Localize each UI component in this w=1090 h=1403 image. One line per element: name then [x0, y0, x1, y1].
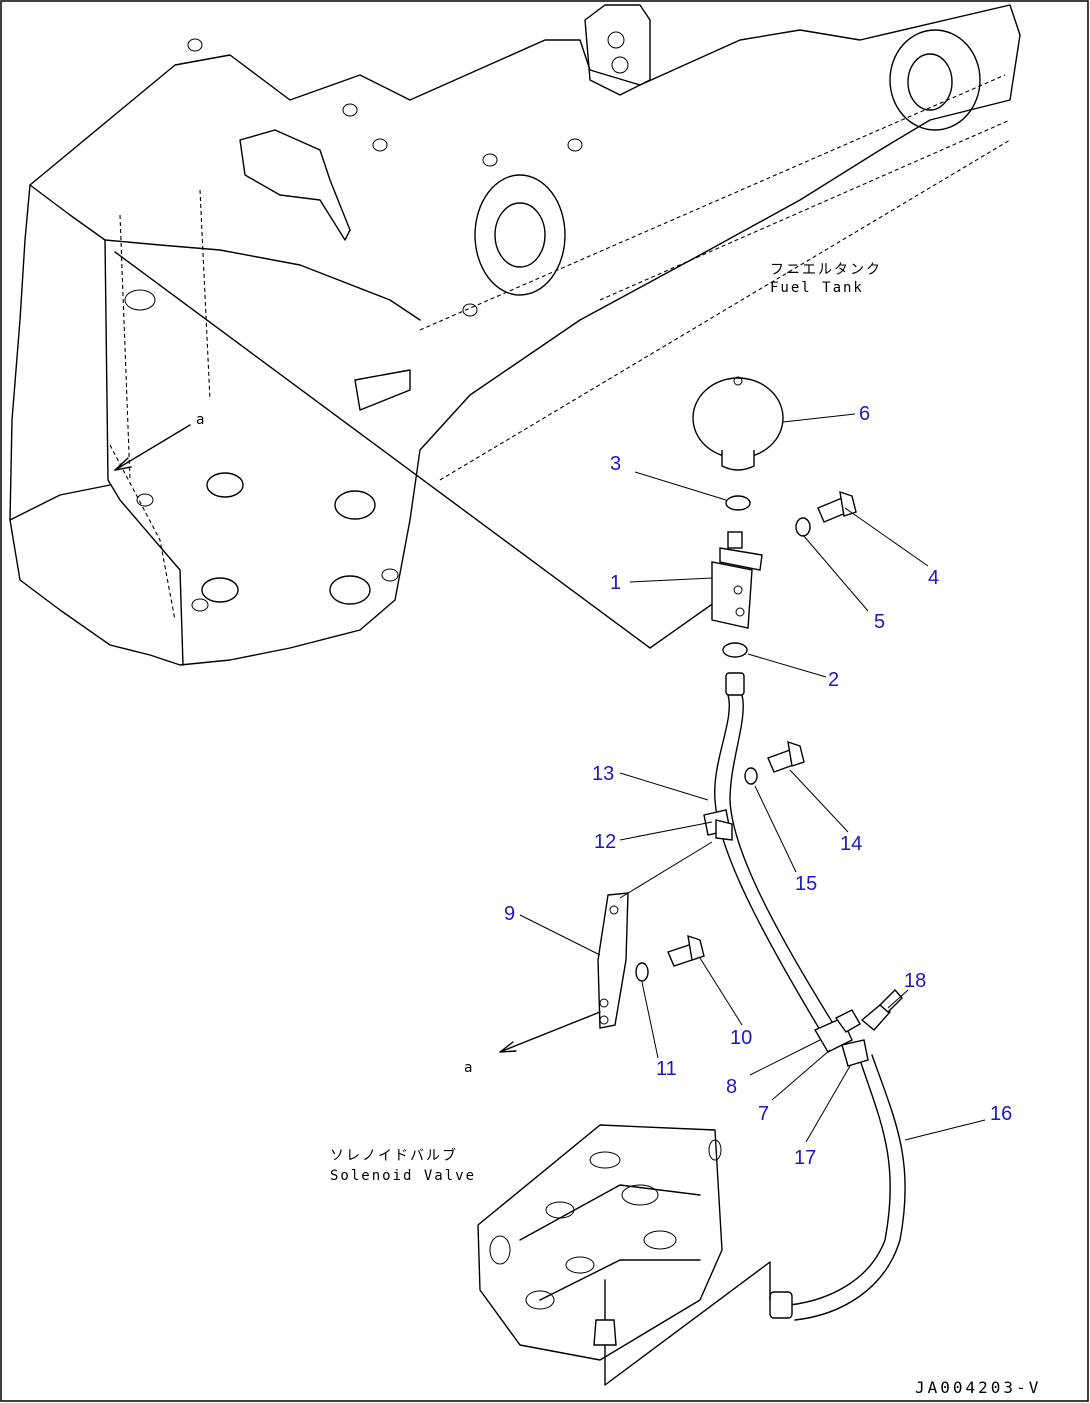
callout-6: 6: [859, 403, 870, 425]
part-2-o-ring: [722, 642, 748, 658]
part-15-washer: [744, 767, 758, 785]
part-16-hose: [714, 672, 906, 1321]
part-4-bolt: [817, 490, 857, 523]
callout-2: 2: [828, 669, 839, 691]
callout-17: 17: [794, 1147, 816, 1169]
callout-4: 4: [928, 567, 939, 589]
callout-5: 5: [874, 611, 885, 633]
leader-lines: [519, 413, 986, 1143]
callout-18: 18: [904, 970, 926, 992]
part-6-cap: [692, 376, 784, 471]
routing-line: [114, 251, 736, 649]
callout-10: 10: [730, 1027, 752, 1049]
callout-13: 13: [592, 763, 614, 785]
callout-14: 14: [840, 833, 862, 855]
fuel-tank-label-en: Fuel Tank: [770, 280, 864, 296]
callout-9: 9: [504, 903, 515, 925]
part-5-washer: [795, 517, 811, 537]
part-14-bolt: [767, 740, 805, 773]
stay-leader: [619, 841, 713, 899]
part-9-stay: [597, 892, 629, 1029]
callout-11: 11: [656, 1058, 677, 1080]
part-12-13-clamp: [703, 809, 733, 841]
solenoid-valve: [477, 1124, 723, 1361]
callout-15: 15: [795, 873, 817, 895]
callout-8: 8: [726, 1076, 737, 1098]
part-7-8-17-18-fittings: [813, 988, 903, 1067]
fuel-tank: [9, 4, 1021, 666]
valve-routing-line: [604, 1261, 771, 1386]
part-10-bolt: [667, 934, 705, 967]
callout-7: 7: [758, 1103, 769, 1125]
part-1-bracket: [711, 531, 763, 629]
view-a-arrow-top: [114, 424, 191, 471]
callout-1: 1: [610, 572, 621, 594]
fuel-tank-label-jp: フニエルタンク: [770, 262, 882, 278]
part-11-washer: [635, 962, 649, 982]
view-a-label-top: a: [196, 412, 206, 428]
callout-12: 12: [594, 831, 616, 853]
solenoid-valve-label-en: Solenoid Valve: [330, 1168, 476, 1184]
callout-3: 3: [610, 453, 621, 475]
view-a-arrow-bottom: [499, 1011, 601, 1053]
part-3-o-ring: [725, 495, 751, 511]
drawing-code: JA004203-V: [915, 1378, 1041, 1397]
solenoid-valve-label-jp: ソレノイドバルブ: [330, 1147, 458, 1164]
callout-16: 16: [990, 1103, 1012, 1125]
view-a-label-bottom: a: [464, 1060, 474, 1076]
